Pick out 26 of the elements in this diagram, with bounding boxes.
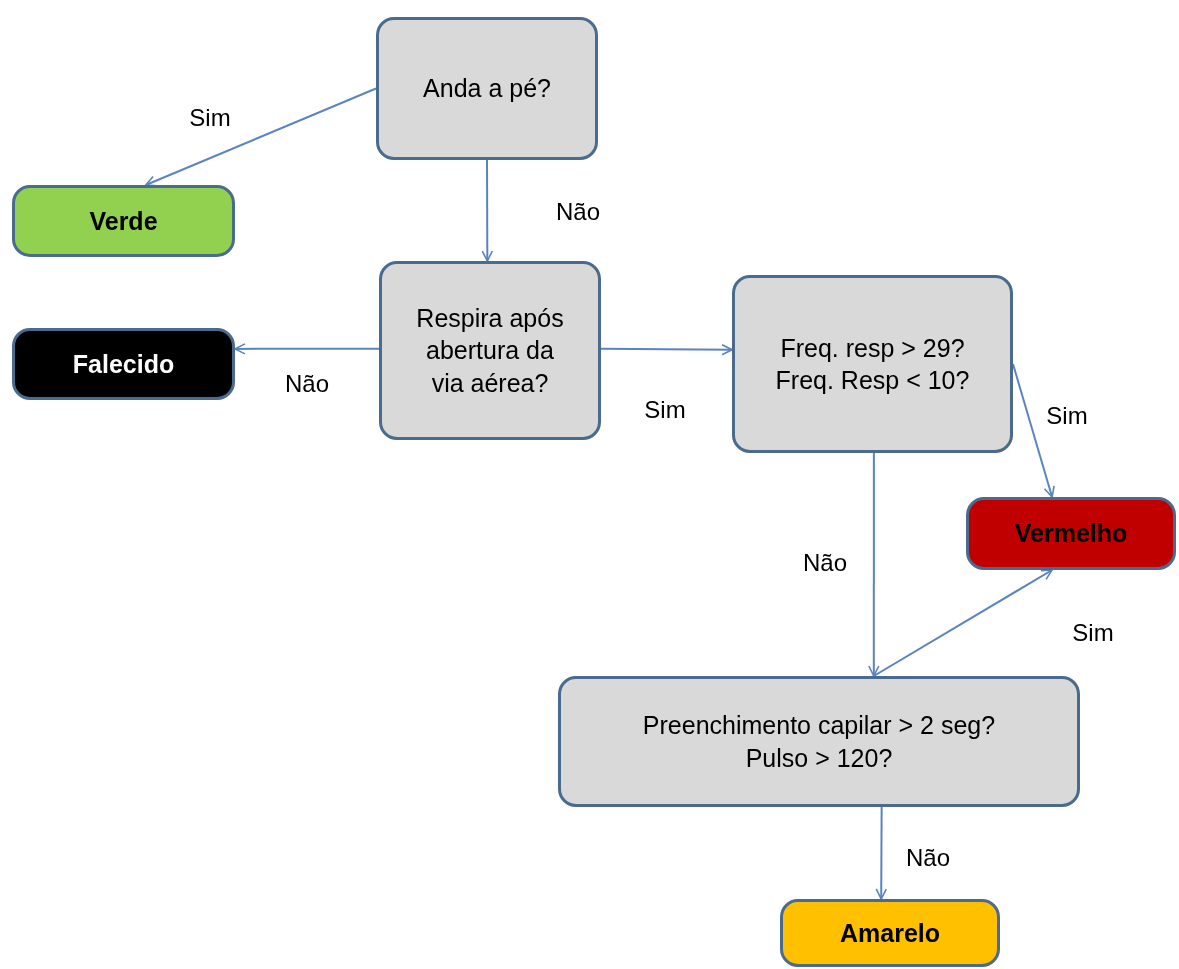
outcome-box bbox=[780, 899, 1000, 967]
decision-box bbox=[376, 17, 598, 160]
node-text: Anda a pé? bbox=[423, 73, 551, 105]
arrow bbox=[600, 343, 733, 356]
arrow bbox=[872, 569, 1054, 677]
node-text: Amarelo bbox=[839, 917, 940, 949]
decision-box bbox=[732, 275, 1013, 453]
node-text: Freq. Resp < 10? bbox=[775, 365, 970, 396]
arrow bbox=[868, 452, 880, 677]
node-text: Freq. resp > 29? bbox=[780, 332, 965, 364]
outcome-box bbox=[12, 328, 235, 400]
arrow bbox=[875, 806, 888, 900]
outcome-box bbox=[966, 497, 1176, 570]
outcome-box bbox=[12, 185, 235, 257]
node-text: Falecido bbox=[72, 348, 175, 380]
decision-box bbox=[558, 676, 1080, 807]
arrow bbox=[144, 87, 377, 187]
node-text: Vermelho bbox=[1014, 518, 1128, 550]
node-text: Verde bbox=[89, 205, 158, 237]
node-text: Pulso > 120? bbox=[745, 742, 893, 774]
node-text: Respira após abertura da via aérea? bbox=[415, 302, 565, 399]
arrow bbox=[234, 343, 380, 355]
arrow bbox=[481, 159, 494, 262]
decision-box bbox=[379, 261, 601, 440]
arrow bbox=[1012, 363, 1055, 498]
node-text: Preenchimento capilar > 2 seg? bbox=[642, 710, 996, 741]
